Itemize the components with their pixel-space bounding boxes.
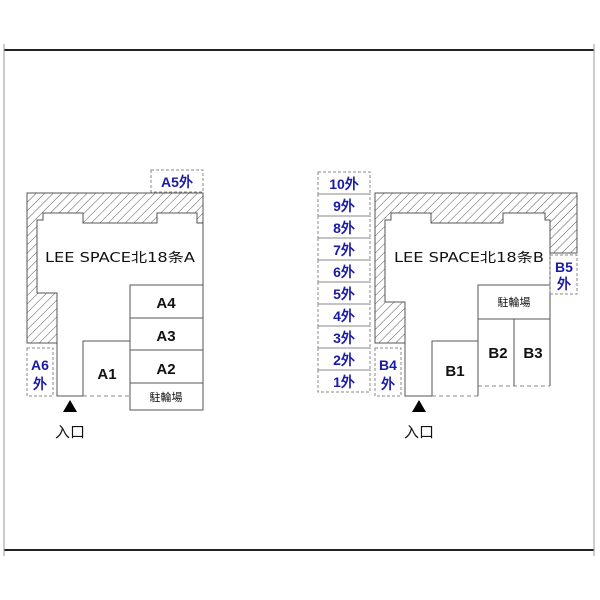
entrance-b: 入口: [404, 400, 434, 441]
entrance-arrow-icon: [412, 400, 426, 412]
parking-slot-b1[interactable]: B1: [431, 340, 479, 396]
slot-label-line1: B4: [379, 357, 397, 373]
slot-label: 4外: [333, 308, 355, 324]
slot-label: A3: [156, 328, 175, 345]
entrance-label: 入口: [404, 423, 434, 441]
street-slots: 10外 9外 8外 7外 6外 5外 4外 3外: [317, 171, 371, 393]
building-a-wall: [26, 192, 204, 344]
bicycle-parking-label: 駐輪場: [498, 295, 531, 309]
building-b: LEE SPACE北18条B 駐輪場 B1 B2 B3 B4 外: [374, 192, 578, 441]
slot-label: 2外: [333, 352, 355, 368]
street-slot-3[interactable]: 3外: [317, 325, 371, 349]
street-slot-10[interactable]: 10外: [317, 171, 371, 195]
slot-label: 7外: [333, 242, 355, 258]
street-slot-7[interactable]: 7外: [317, 237, 371, 261]
parking-slot-a1[interactable]: A1: [82, 340, 130, 396]
slot-label: B1: [445, 363, 464, 380]
slot-label: 8外: [333, 220, 355, 236]
outside-slot-a6[interactable]: A6 外: [26, 347, 54, 397]
street-slot-5[interactable]: 5外: [317, 281, 371, 305]
slot-label: 6外: [333, 264, 355, 280]
street-slot-1[interactable]: 1外: [317, 369, 371, 393]
parking-slot-a4[interactable]: A4: [129, 284, 204, 319]
bicycle-parking-label: 駐輪場: [150, 390, 183, 404]
street-slot-6[interactable]: 6外: [317, 259, 371, 283]
slot-label-line1: A6: [31, 357, 49, 373]
bicycle-parking-a: 駐輪場: [129, 382, 204, 411]
slot-label: 10外: [329, 176, 359, 192]
slot-label: 3外: [333, 330, 355, 346]
entrance-arrow-icon: [63, 400, 77, 412]
outside-slot-b4[interactable]: B4 外: [374, 347, 402, 397]
slot-label: B3: [523, 345, 542, 362]
slot-label-line2: 外: [381, 376, 395, 392]
entrance-a: 入口: [55, 400, 85, 441]
slot-label: 1外: [333, 374, 355, 390]
outside-slot-a5[interactable]: A5外: [150, 169, 204, 193]
parking-slot-a2[interactable]: A2: [129, 349, 204, 384]
slot-label: B2: [488, 345, 507, 362]
entrance-label: 入口: [55, 423, 85, 441]
street-slot-9[interactable]: 9外: [317, 193, 371, 217]
street-slot-4[interactable]: 4外: [317, 303, 371, 327]
street-slot-2[interactable]: 2外: [317, 347, 371, 371]
parking-slot-b3[interactable]: B3: [514, 318, 551, 386]
slot-label: A4: [156, 295, 176, 312]
street-slot-8[interactable]: 8外: [317, 215, 371, 239]
slot-label: 5外: [333, 286, 355, 302]
parking-slot-b2[interactable]: B2: [477, 318, 515, 386]
bicycle-parking-b: 駐輪場: [477, 284, 551, 320]
slot-label: A1: [97, 366, 116, 383]
slot-label-line1: B5: [555, 259, 573, 275]
slot-label: A5外: [161, 174, 193, 190]
parking-slot-a3[interactable]: A3: [129, 317, 204, 351]
outside-slot-b5[interactable]: B5 外: [549, 254, 578, 295]
slot-label: A2: [156, 361, 175, 378]
building-b-wall: [374, 192, 578, 344]
slot-label: 9外: [333, 198, 355, 214]
slot-label-line2: 外: [557, 276, 571, 292]
building-b-name: LEE SPACE北18条B: [394, 250, 544, 266]
building-a-name: LEE SPACE北18条A: [45, 250, 195, 266]
slot-label-line2: 外: [33, 376, 47, 392]
page-frame: [3, 44, 595, 556]
building-a: LEE SPACE北18条A A1 A4 A3 A2 駐輪場 A5外: [26, 169, 204, 441]
